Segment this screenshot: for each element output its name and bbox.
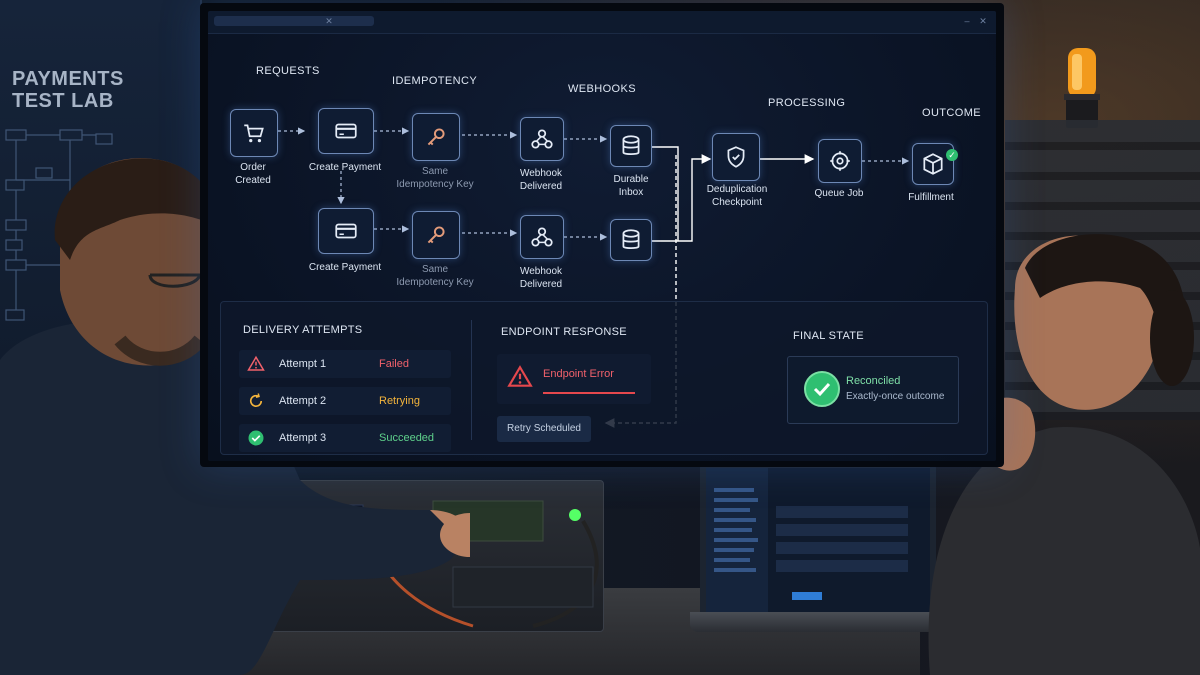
webhook-icon [531,129,553,149]
check-icon [248,430,264,446]
whiteboard-title: PAYMENTS TEST LAB [12,68,124,112]
window-titlebar: ✕ – ✕ [208,11,996,34]
window-tab[interactable] [214,16,374,26]
key-icon [427,128,445,146]
attempt-status: Failed [379,358,409,370]
attempt-label: Attempt 1 [279,358,327,370]
endpoint-error-box[interactable]: Endpoint Error [497,354,651,404]
create-payment-retry-node[interactable] [318,208,374,254]
create-payment-label: Create Payment [308,162,382,173]
attempt-status: Retrying [379,395,420,407]
attempt-row[interactable]: Attempt 1 Failed [239,350,451,378]
idempotency-key-node[interactable] [412,113,460,161]
final-state-subtitle: Exactly-once outcome [846,391,945,402]
fulfillment-label: Fulfillment [908,192,954,203]
engineer-left [0,158,470,675]
minimize-icon[interactable]: – [964,16,970,26]
key-icon [427,226,445,244]
stage-outcome: OUTCOME [922,107,982,119]
endpoint-error-text: Endpoint Error [543,368,614,380]
durable-inbox-node[interactable] [610,125,652,167]
retry-scheduled-button[interactable]: Retry Scheduled [497,416,591,442]
status-panel: DELIVERY ATTEMPTS Attempt 1 Failed Attem… [220,301,988,455]
attempt-label: Attempt 3 [279,432,327,444]
stage-idempotency: IDEMPOTENCY [392,75,478,87]
engineer-right [928,234,1200,675]
database-icon [622,135,640,155]
delivery-attempts-heading: DELIVERY ATTEMPTS [243,324,363,336]
order-created-label: Order Created [235,162,271,186]
reconciled-check-icon [804,371,840,407]
main-monitor: ✕ – ✕ REQUESTS IDEMPOTENCY WEBHOOKS PROC… [200,3,1004,467]
webhook-delivered-retry-node[interactable] [520,215,564,259]
final-state-title: Reconciled [846,375,901,387]
window-close-icon[interactable]: ✕ [979,16,987,26]
retry-icon [249,393,263,407]
error-underline [543,392,635,394]
warning-icon [247,355,265,371]
final-state-card[interactable]: Reconciled Exactly-once outcome [787,356,959,424]
laptop-screen [700,462,936,624]
cart-icon [244,124,264,143]
laptop-sidebar [706,468,768,618]
dedup-checkpoint-node[interactable] [712,133,760,181]
webhook-delivered-label: Webhook Delivered [519,168,563,192]
webhook-icon [531,227,553,247]
attempt-row[interactable]: Attempt 3 Succeeded [239,424,451,452]
queue-job-label: Queue Job [814,188,864,199]
order-created-node[interactable] [230,109,278,157]
endpoint-response-heading: ENDPOINT RESPONSE [501,326,627,338]
credit-card-icon [335,123,357,139]
database-icon [622,229,640,249]
idempotency-key-retry-label: Same Idempotency Key [396,264,474,288]
create-payment-node[interactable] [318,108,374,154]
attempt-label: Attempt 2 [279,395,327,407]
package-icon [923,153,943,175]
laptop-base [690,612,940,632]
idempotency-key-label: Same Idempotency Key [396,166,474,190]
final-state-heading: FINAL STATE [793,330,864,342]
idempotency-key-retry-node[interactable] [412,211,460,259]
stage-requests: REQUESTS [256,65,320,77]
whiteboard-sketch [5,129,113,321]
webhook-delivered-node[interactable] [520,117,564,161]
panel-divider [471,320,472,440]
error-icon [507,365,533,387]
stage-processing: PROCESSING [768,97,846,109]
laptop-content [714,488,908,600]
queue-job-node[interactable] [818,139,862,183]
stage-webhooks: WEBHOOKS [568,83,636,95]
tab-close-icon[interactable]: ✕ [325,16,333,26]
attempt-row[interactable]: Attempt 2 Retrying [239,387,451,415]
dashboard-screen: ✕ – ✕ REQUESTS IDEMPOTENCY WEBHOOKS PROC… [208,11,996,461]
dedup-checkpoint-label: Deduplication Checkpoint [706,184,768,208]
create-payment-retry-label: Create Payment [308,262,382,273]
attempt-status: Succeeded [379,432,435,444]
warning-beacon [1064,48,1100,128]
shield-check-icon [727,146,745,168]
credit-card-icon [335,223,357,239]
gear-icon [830,151,850,171]
durable-inbox-retry-node[interactable] [610,219,652,261]
webhook-delivered-retry-label: Webhook Delivered [519,266,563,290]
fulfillment-check-icon: ✓ [946,149,958,161]
durable-inbox-label: Durable Inbox [613,174,649,198]
